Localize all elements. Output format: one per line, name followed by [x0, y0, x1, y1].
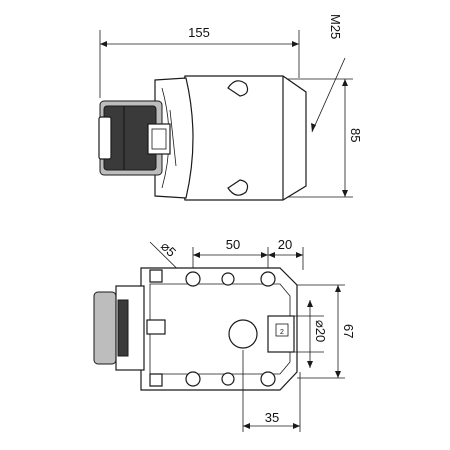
centre-bore: [228, 319, 258, 349]
dim-label-20: 20: [278, 237, 292, 252]
tag-label: 2: [280, 329, 284, 336]
dim-label-85: 85: [348, 128, 363, 142]
plug-side-cap: [93, 291, 117, 365]
mount-slot-top: [227, 80, 249, 97]
latch: [147, 123, 171, 155]
dim-label-50: 50: [226, 237, 240, 252]
mount-hole-bl: [149, 373, 163, 387]
plug-window: [98, 116, 112, 160]
latch-arm: [169, 109, 177, 167]
mount-hole-top-2: [221, 272, 235, 286]
dim-label-35: 35: [265, 410, 279, 425]
plug-side-latch: [146, 319, 166, 335]
plug-side-ring: [117, 299, 129, 357]
dim-label-m25: M25: [328, 14, 343, 39]
mount-hole-bottom-2: [221, 372, 235, 386]
mount-hole-bottom-3: [260, 371, 276, 387]
m25-leader: [311, 57, 346, 133]
bottom-view: 50 20 ⌀5 2 ⌀20: [93, 237, 356, 432]
tag-box: [275, 323, 289, 337]
mount-hole-top-1: [185, 271, 201, 287]
dim-label-dia5: ⌀5: [158, 239, 179, 260]
mount-hole-tl: [149, 269, 163, 283]
dim-label-67: 67: [341, 324, 356, 338]
collar: [154, 77, 194, 199]
m25-leader-arrow: [311, 123, 316, 132]
top-view: 155 M25 85: [98, 14, 363, 201]
side-boss: [267, 315, 295, 353]
mount-slot-bottom: [227, 179, 249, 196]
latch-inner: [151, 128, 167, 150]
mount-hole-top-3: [260, 271, 276, 287]
base-outline: [140, 267, 298, 391]
mount-hole-bottom-1: [185, 371, 201, 387]
dim-label-dia20: ⌀20: [313, 320, 328, 342]
dim-label-155: 155: [188, 25, 210, 40]
